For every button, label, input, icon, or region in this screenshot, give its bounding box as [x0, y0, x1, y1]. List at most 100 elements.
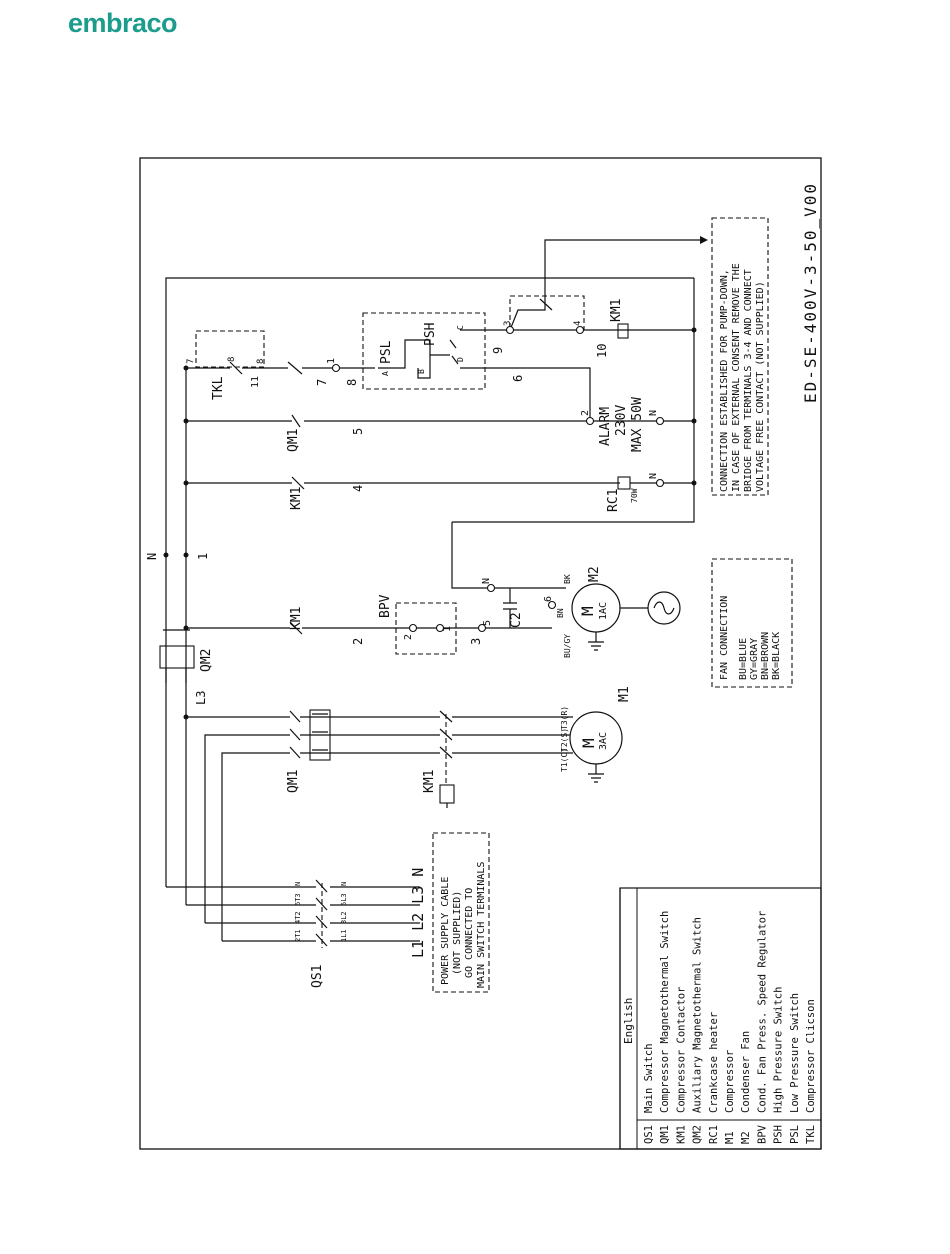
- qs-6t3: 6T3: [294, 893, 302, 906]
- terminals: [331, 325, 665, 633]
- fan-connection-line: GY=GRAY: [749, 638, 760, 680]
- legend-description: Cond. Fan Press. Speed Regulator: [756, 911, 768, 1113]
- legend-code: TKL: [805, 1125, 817, 1144]
- legend-code: BPV: [756, 1124, 768, 1144]
- mains-label: L1 L2 L3 N: [409, 868, 427, 958]
- legend-description: Low Pressure Switch: [789, 993, 801, 1113]
- drawing-code: ED-SE-400V-3-50_V00: [801, 182, 820, 403]
- wire-10-label: 10: [595, 344, 609, 358]
- l3-label: L3: [194, 691, 208, 705]
- legend-description: Main Switch: [643, 1043, 655, 1113]
- qs-1l1: 1L1: [340, 929, 348, 942]
- t3-terminal-label: 3: [503, 321, 513, 326]
- t2-label: T2(S): [560, 728, 569, 752]
- m2-symbol: M: [578, 606, 597, 616]
- t4-terminal-label: 4: [573, 321, 583, 326]
- tkl-8a-label: 8: [227, 357, 237, 362]
- m2-label: M2: [587, 566, 602, 582]
- wire-7-label: 7: [315, 379, 329, 386]
- tkl-11-label: 11: [250, 376, 261, 388]
- fan-connection-line: BK=BLACK: [771, 632, 782, 680]
- c2-label: C2: [509, 612, 524, 628]
- legend-description: Compressor: [724, 1050, 736, 1113]
- km1-label-c: KM1: [609, 299, 624, 322]
- legend-description: Compressor Contactor: [675, 987, 687, 1113]
- pump-down-note-box: [711, 217, 769, 496]
- alarm-label: ALARM: [598, 407, 613, 446]
- fan-connection-box: [711, 558, 793, 688]
- psw-a-label: A: [381, 371, 390, 376]
- legend-header: English: [622, 998, 635, 1044]
- fan-connection-title: FAN CONNECTION: [719, 596, 730, 680]
- legend-code: M2: [740, 1131, 752, 1144]
- tn3-label: N: [648, 410, 659, 416]
- psh-label: PSH: [423, 323, 438, 346]
- qs-n: N: [294, 882, 302, 886]
- legend-description: Auxiliary Magnetothermal Switch: [692, 917, 704, 1113]
- legend-description: Crankcase heater: [708, 1012, 720, 1113]
- bk-label: BK: [563, 574, 572, 584]
- legend-code: QS1: [643, 1125, 655, 1144]
- m1-label: M1: [617, 686, 632, 702]
- qs-2t1: 2T1: [294, 929, 302, 942]
- qs-4t2: 4T2: [294, 911, 302, 924]
- qs1-label: QS1: [310, 965, 325, 988]
- tkl-7-label: 7: [186, 359, 196, 364]
- alarm-voltage: 230V: [614, 405, 629, 436]
- psw-b-label: B: [417, 369, 426, 374]
- bpv-label: BPV: [378, 594, 393, 618]
- fan-connection-note: FAN CONNECTION BU=BLUE GY=GRAY BN=BROWN …: [719, 596, 782, 680]
- component-labels: QS1 L1 L2 L3 N QM1 QM2 L3 KM1 M1 M 3AC T…: [145, 299, 659, 988]
- m1-type: 3AC: [598, 732, 609, 750]
- tn2-label: N: [648, 473, 659, 479]
- pump-down-note: CONNECTION ESTABLISHED FOR PUMP-DOWN, IN…: [719, 263, 766, 492]
- tkl-label: TKL: [211, 376, 226, 400]
- t3-label: T3(R): [560, 706, 569, 730]
- bpv-1-label: 1: [442, 626, 453, 632]
- qs-3l2: 3L2: [340, 911, 348, 924]
- legend-code: KM1: [675, 1125, 687, 1144]
- wire-5-label: 5: [351, 428, 365, 435]
- t6-label: 6: [543, 596, 554, 602]
- psl-label: PSL: [379, 340, 394, 364]
- t1-terminal-label: 1: [326, 358, 337, 364]
- legend-code: PSL: [789, 1125, 801, 1144]
- qm1-main-label: QM1: [286, 770, 301, 793]
- power-supply-note-box: [432, 832, 490, 993]
- km1-label-a: KM1: [289, 607, 304, 630]
- power-supply-line: GO CONNECTED TO: [464, 888, 475, 978]
- m1-symbol: M: [579, 738, 598, 748]
- junction-dots: [163, 327, 697, 720]
- km1-coil-label: KM1: [422, 770, 437, 793]
- pump-down-note-line: IN CASE OF EXTERNAL CONSENT REMOVE THE: [731, 263, 742, 492]
- legend-description: High Pressure Switch: [773, 987, 785, 1113]
- bn-label: BN: [556, 608, 565, 618]
- tkl-8b-label: 8: [256, 359, 266, 364]
- wire-2-label: 2: [351, 638, 365, 645]
- embraco-logo: embraco: [68, 8, 178, 38]
- tn1-label: N: [481, 578, 492, 584]
- pump-down-note-line: CONNECTION ESTABLISHED FOR PUMP-DOWN,: [719, 269, 730, 492]
- pump-down-note-line: VOLTAGE FREE CONTACT (NOT SUPPLIED): [755, 281, 766, 492]
- km1-label-b: KM1: [289, 487, 304, 510]
- legend-code: M1: [724, 1131, 736, 1144]
- t5-label: 5: [482, 620, 493, 626]
- qm2-label: QM2: [199, 649, 214, 672]
- legend-code: PSH: [773, 1125, 785, 1144]
- qs-5l3: 5L3: [340, 893, 348, 906]
- pump-down-note-line: BRIDGE FROM TERMINALS 3-4 AND CONNECT: [743, 269, 754, 492]
- drawing-frame: [139, 157, 822, 1150]
- legend-code: RC1: [708, 1125, 720, 1144]
- rc1-label: RC1: [606, 489, 621, 512]
- fan-connection-line: BN=BROWN: [760, 632, 771, 680]
- wire-4-label: 4: [351, 485, 365, 492]
- legend-description: Compressor Magnetothermal Switch: [659, 911, 671, 1113]
- power-supply-line: MAIN SWITCH TERMINALS: [476, 862, 487, 988]
- t1-label: T1(C): [560, 748, 569, 772]
- wiring: [159, 236, 708, 948]
- bugy-label: BU/GY: [563, 634, 572, 658]
- wire-3-label: 3: [469, 638, 483, 645]
